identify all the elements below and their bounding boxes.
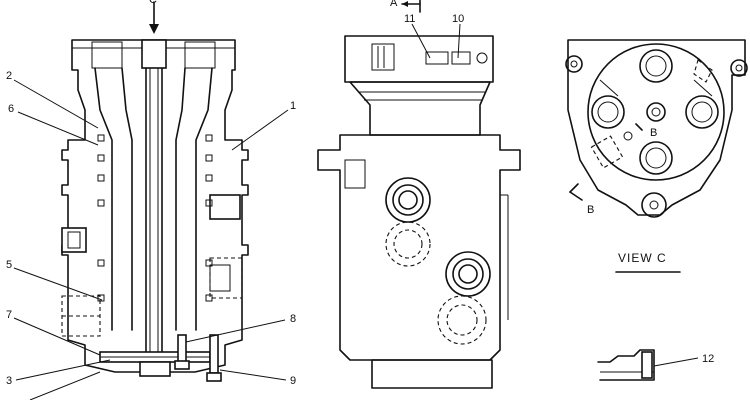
view-c: B B VIEW C	[565, 39, 748, 273]
callout-labels-middle: 11 10	[404, 13, 464, 25]
callout-9: 9	[290, 375, 296, 387]
sectional-view: C	[61, 0, 249, 382]
leader-lines-left	[13, 79, 289, 400]
callout-3: 3	[6, 375, 12, 387]
callout-2: 2	[6, 70, 12, 82]
callout-8: 8	[290, 313, 296, 325]
view-c-caption: VIEW C	[618, 251, 667, 265]
detail-12: 12	[597, 349, 714, 381]
callout-7: 7	[6, 309, 12, 321]
side-view: A	[317, 0, 521, 389]
callout-6: 6	[8, 103, 14, 115]
callout-5: 5	[6, 259, 12, 271]
callout-1: 1	[290, 100, 296, 112]
section-mark-b-upper: B	[650, 127, 657, 139]
callout-10: 10	[452, 13, 464, 25]
section-mark-c: C	[149, 0, 157, 6]
section-mark-a: A	[390, 0, 398, 9]
callout-labels-left: 2 6 1 5 7 3 8 9	[6, 70, 296, 387]
callout-11: 11	[404, 13, 415, 25]
leader-lines-middle	[411, 23, 461, 59]
callout-12: 12	[702, 353, 714, 365]
section-mark-b-lower: B	[587, 204, 594, 216]
